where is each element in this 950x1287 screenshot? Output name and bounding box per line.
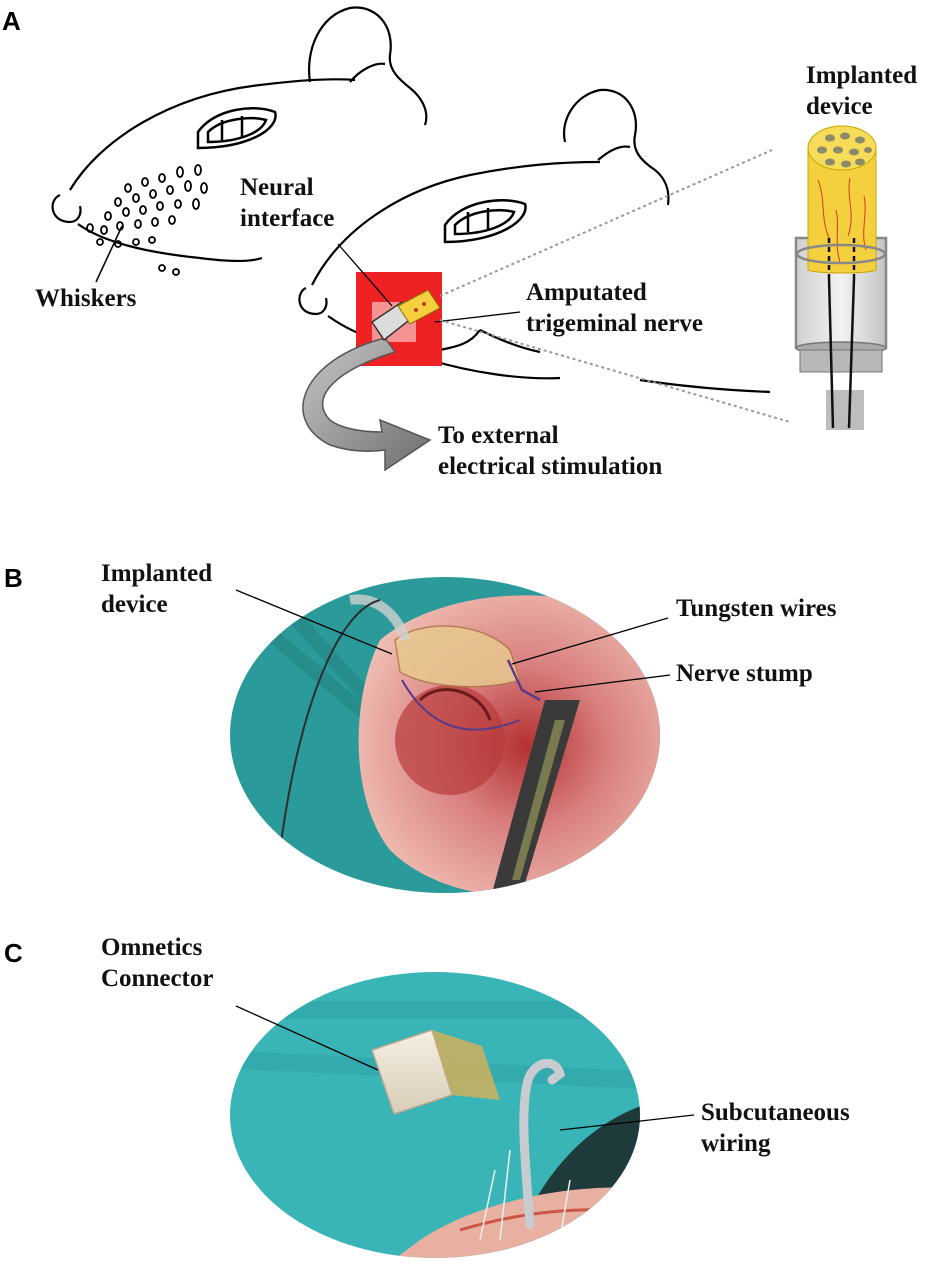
rat-head-back bbox=[51, 6, 428, 263]
label-neural-interface: Neural interface bbox=[240, 174, 335, 232]
rat-eye-front bbox=[443, 199, 527, 244]
label-implanted-device-b: Implanted device bbox=[101, 560, 213, 618]
neural-interface-device bbox=[370, 289, 441, 342]
whisker-pad bbox=[86, 164, 208, 276]
label-subcutaneous-wiring: Subcutaneous wiring bbox=[701, 1099, 850, 1157]
panel-letter-a: A bbox=[2, 6, 21, 36]
label-amputated-nerve: Amputated trigeminal nerve bbox=[526, 279, 704, 337]
rat-eye-back bbox=[196, 107, 277, 150]
label-nerve-stump: Nerve stump bbox=[676, 660, 813, 687]
label-implanted-device-a: Implanted device bbox=[806, 62, 918, 120]
label-whiskers: Whiskers bbox=[35, 285, 137, 312]
label-tungsten-wires: Tungsten wires bbox=[676, 595, 837, 622]
implanted-device-illustration bbox=[794, 125, 888, 430]
panel-letter-b: B bbox=[4, 563, 23, 593]
panel-a-drawing bbox=[51, 6, 888, 472]
label-external-stimulation: To external electrical stimulation bbox=[438, 422, 663, 480]
panel-letter-c: C bbox=[4, 938, 23, 968]
label-omnetics-connector: Omnetics Connector bbox=[101, 934, 214, 992]
stimulation-arrow bbox=[302, 337, 432, 472]
